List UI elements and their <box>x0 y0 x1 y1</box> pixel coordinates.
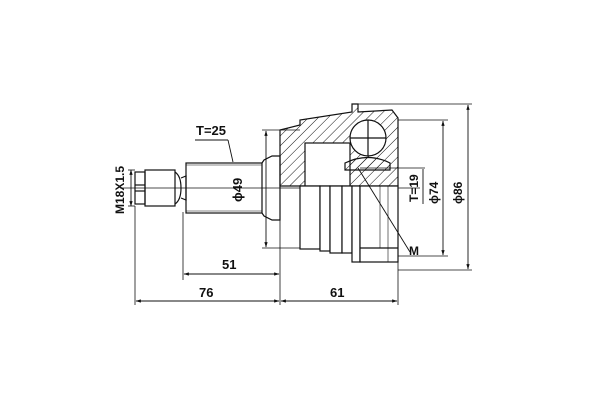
bell-inner-diameter-label: ϕ74 <box>427 181 441 204</box>
bell-length-label: 61 <box>330 285 344 300</box>
thread-label: M18X1.5 <box>113 166 127 214</box>
abs-marker-leader <box>357 167 411 253</box>
spline-teeth-label: T=25 <box>196 123 226 138</box>
shaft-length-inner-label: 51 <box>222 257 236 272</box>
shaft-diameter-label: ϕ49 <box>230 178 245 202</box>
bell-outer-diameter-label: ϕ86 <box>451 181 465 204</box>
abs-marker-label: M <box>409 244 419 258</box>
lower-body <box>299 185 399 263</box>
inner-teeth-label: T=19 <box>407 174 421 202</box>
threaded-tip <box>134 169 182 207</box>
shaft-length-total-label: 76 <box>199 285 213 300</box>
bell-housing <box>279 103 399 187</box>
